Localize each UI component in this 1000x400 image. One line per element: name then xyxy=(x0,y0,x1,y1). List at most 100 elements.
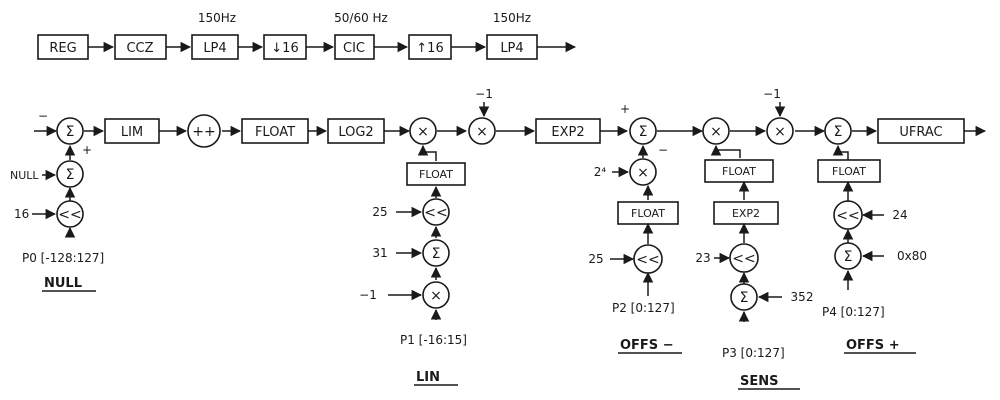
lin-mul: × xyxy=(422,281,450,309)
chain2-block-ufrac: UFRAC xyxy=(877,118,965,144)
chain2-mul-sens: × xyxy=(702,117,730,145)
sens-sum-input: 352 xyxy=(791,290,814,304)
lin-sum-input: 31 xyxy=(372,246,387,260)
chain1-block-lp4-b-label: LP4 xyxy=(500,41,523,56)
sens-shift-input: 23 xyxy=(695,251,710,265)
sens-branch xyxy=(710,144,782,322)
chain2-sum-input-sym: Σ xyxy=(66,124,75,140)
offs-plus-caption: OFFS + xyxy=(846,338,900,353)
lin-branch xyxy=(388,144,442,320)
null-shift-sym: << xyxy=(58,207,81,223)
chain2-sum-offs-plus: Σ xyxy=(824,117,852,145)
chain2-block-log2: LOG2 xyxy=(327,118,385,144)
null-sum-sym: Σ xyxy=(66,167,75,183)
chain2-mul-lin: × xyxy=(409,117,437,145)
chain2-block-ufrac-label: UFRAC xyxy=(899,125,942,140)
offs-minus-mul-sym: × xyxy=(637,165,649,181)
offs-plus-shift: << xyxy=(833,200,863,230)
null-caption: NULL xyxy=(44,276,82,291)
lin-block-float-label: FLOAT xyxy=(419,168,453,181)
offs-minus-block-float: FLOAT xyxy=(617,201,679,225)
chain1-block-cic-label: CIC xyxy=(343,41,365,56)
chain2-sum-offs-minus: Σ xyxy=(629,117,657,145)
chain2-block-lim: LIM xyxy=(104,118,160,144)
sign-null-plus: + xyxy=(82,143,92,157)
chain2-mul-neg1-a-sym: × xyxy=(476,124,488,140)
sign-offs-minus: − xyxy=(658,143,668,157)
lin-mul-sym: × xyxy=(430,288,442,304)
sens-block-float-label: FLOAT xyxy=(722,165,756,178)
const-neg1-a: −1 xyxy=(475,87,493,101)
sens-caption: SENS xyxy=(740,374,779,389)
sens-param: P3 [0:127] xyxy=(722,346,785,360)
chain2-block-log2-label: LOG2 xyxy=(338,125,373,140)
lin-param: P1 [-16:15] xyxy=(400,333,467,347)
offs-minus-caption: OFFS − xyxy=(620,338,674,353)
chain1-block-cic: CIC xyxy=(334,34,375,60)
chain1-block-reg-label: REG xyxy=(49,41,76,56)
offs-plus-block-float: FLOAT xyxy=(817,159,881,183)
lin-mul-input: −1 xyxy=(359,288,377,302)
offs-plus-block-float-label: FLOAT xyxy=(832,165,866,178)
offs-minus-mul: × xyxy=(629,158,657,186)
null-param: P0 [-128:127] xyxy=(22,251,104,265)
chain2-sum-input: Σ xyxy=(56,117,84,145)
offs-minus-shift: << xyxy=(633,244,663,274)
chain1-block-interpolate: ↑16 xyxy=(408,34,452,60)
chain2-increment: ++ xyxy=(187,114,221,148)
lin-shift-input: 25 xyxy=(372,205,387,219)
lin-block-float: FLOAT xyxy=(406,162,466,186)
offs-minus-shift-input: 25 xyxy=(588,252,603,266)
chain1-block-lp4-b: LP4 xyxy=(486,34,538,60)
rate-label-3: 150Hz xyxy=(493,11,531,25)
chain1-block-lp4-a-label: LP4 xyxy=(203,41,226,56)
chain1-block-reg: REG xyxy=(37,34,89,60)
chain2-block-lim-label: LIM xyxy=(121,125,143,140)
offs-plus-sum-sym: Σ xyxy=(844,249,853,265)
lin-sum: Σ xyxy=(422,239,450,267)
offs-minus-branch xyxy=(610,144,654,296)
chain1-block-ccz-label: CCZ xyxy=(126,41,153,56)
offs-minus-mul-input: 2⁴ xyxy=(594,165,607,179)
const-neg1-b: −1 xyxy=(763,87,781,101)
chain2-mul-neg1-a: × xyxy=(468,117,496,145)
null-shift-input: 16 xyxy=(14,207,29,221)
offs-plus-shift-sym: << xyxy=(836,208,859,224)
lin-caption: LIN xyxy=(416,370,440,385)
chain2-block-float: FLOAT xyxy=(241,118,309,144)
sens-sum: Σ xyxy=(730,283,758,311)
chain2-block-exp2-label: EXP2 xyxy=(551,125,584,140)
rate-label-1: 150Hz xyxy=(198,11,236,25)
offs-plus-sum-input: 0x80 xyxy=(897,249,927,263)
chain2-block-exp2: EXP2 xyxy=(535,118,601,144)
lin-sum-sym: Σ xyxy=(432,246,441,262)
offs-minus-block-float-label: FLOAT xyxy=(631,207,665,220)
chain2-mul-lin-sym: × xyxy=(417,124,429,140)
offs-minus-shift-sym: << xyxy=(636,252,659,268)
sens-shift: << xyxy=(729,243,759,273)
null-sum: Σ xyxy=(56,160,84,188)
chain2-block-float-label: FLOAT xyxy=(255,125,295,140)
null-shift: << xyxy=(56,200,84,228)
chain2-mul-sens-sym: × xyxy=(710,124,722,140)
null-input-label: NULL xyxy=(10,169,39,182)
sens-block-exp2: EXP2 xyxy=(713,201,779,225)
chain2-sum-offs-plus-sym: Σ xyxy=(834,124,843,140)
sens-sum-sym: Σ xyxy=(740,290,749,306)
chain2-mul-neg1-b-sym: × xyxy=(774,124,786,140)
chain2-increment-sym: ++ xyxy=(192,124,215,140)
chain1-block-interpolate-label: ↑16 xyxy=(416,41,443,56)
offs-minus-param: P2 [0:127] xyxy=(612,301,675,315)
chain2-sum-offs-minus-sym: Σ xyxy=(639,124,648,140)
sens-block-float: FLOAT xyxy=(704,159,774,183)
chain1-block-ccz: CCZ xyxy=(114,34,167,60)
sens-block-exp2-label: EXP2 xyxy=(732,207,760,220)
chain1-block-decimate-label: ↓16 xyxy=(271,41,298,56)
offs-plus-branch xyxy=(832,144,884,290)
null-branch xyxy=(32,144,76,238)
chain1-block-decimate: ↓16 xyxy=(263,34,307,60)
offs-plus-param: P4 [0:127] xyxy=(822,305,885,319)
chain1-block-lp4-a: LP4 xyxy=(191,34,239,60)
rate-label-2: 50/60 Hz xyxy=(334,11,388,25)
